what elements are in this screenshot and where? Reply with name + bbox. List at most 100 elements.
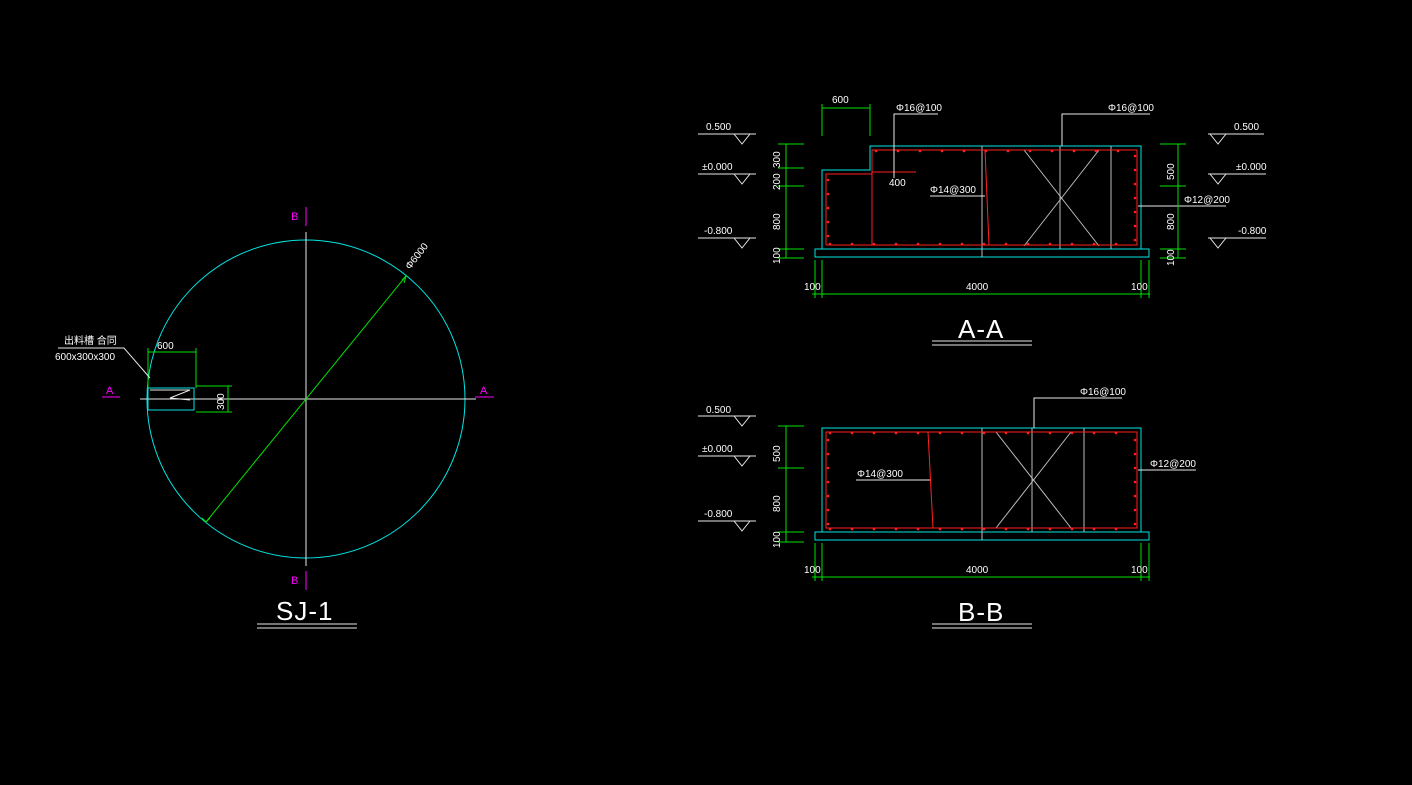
rebar-dot [1050,149,1054,153]
rebar-dot [828,431,832,435]
rebar-dot [960,527,964,531]
aa-elev-top: 0.500 [706,122,731,133]
aa-elev-bottom-r: -0.800 [1238,226,1267,237]
rebar-dot [1133,154,1137,158]
aa-elev-bottom-mark [733,237,751,249]
rebar-dot [896,149,900,153]
rebar-dot [1133,438,1137,442]
section-bb-title: B-B [958,597,1004,627]
bb-rebar-middle [927,431,934,529]
rebar-dot [874,149,878,153]
rebar-dot [1048,527,1052,531]
rebar-dot [850,431,854,435]
rebar-dot [1114,527,1118,531]
bb-wall-rebar: Φ12@200 [1150,459,1196,470]
discharge-pit [147,387,195,411]
aa-step-width: 600 [832,95,849,106]
rebar-dots [826,149,1137,531]
bb-elev-top-mark [733,415,751,427]
bb-elev-bottom: -0.800 [704,509,733,520]
rebar-dot [1133,480,1137,484]
aa-dim-200: 200 [772,173,783,190]
aa-concrete-outline [821,145,1142,249]
rebar-dot [826,480,830,484]
bb-width: 4000 [966,565,989,576]
rebar-dot [1048,431,1052,435]
aa-top-rebar-left: Φ16@100 [896,103,942,114]
bb-elev-zero-mark [733,455,751,467]
rebar-dot [1133,452,1137,456]
rebar-dot [1133,168,1137,172]
pit-hatch [150,389,191,401]
bb-dim-800: 800 [772,495,783,512]
aa-step-len: 400 [889,178,906,189]
bb-edge-right: 100 [1131,565,1148,576]
rebar-dot [826,178,830,182]
aa-leader-top-right [1061,113,1150,146]
rebar-dot [1133,224,1137,228]
rebar-dot [1133,466,1137,470]
rebar-dot [1092,242,1096,246]
rebar-dot [1094,149,1098,153]
rebar-dot [850,527,854,531]
plan-view: Φ6000 600 300 出料槽 合同 600x300x300 A A B B… [55,207,494,629]
diameter-arrow-top [401,274,408,284]
rebar-dot [1133,522,1137,526]
rebar-dot [826,522,830,526]
section-mark-a-right: A [480,385,488,397]
rebar-dot [872,431,876,435]
diameter-dimension-line [205,275,407,523]
section-mark-b-top: B [291,211,298,223]
aa-leader-top-left [893,113,938,178]
rebar-dot [1004,431,1008,435]
pit-size: 600x300x300 [55,352,115,363]
rebar-dot [826,494,830,498]
rebar-dot [982,431,986,435]
rebar-dot [826,452,830,456]
aa-width: 4000 [966,282,989,293]
rebar-dot [894,431,898,435]
pit-name: 出料槽 合同 [64,334,117,347]
rebar-dot [1070,527,1074,531]
aa-elev-zero: ±0.000 [702,162,733,173]
rebar-dot [1116,149,1120,153]
rebar-dot [916,527,920,531]
rebar-dot [1004,242,1008,246]
rebar-dot [1092,431,1096,435]
aa-dim-100: 100 [772,247,783,264]
aa-elev-bottom-r-mark [1209,237,1227,249]
aa-elev-zero-r: ±0.000 [1236,162,1267,173]
rebar-dot [960,431,964,435]
bb-elev-top: 0.500 [706,405,731,416]
bb-elev-zero: ±0.000 [702,444,733,455]
aa-elev-zero-mark [733,173,751,185]
aa-rebar-middle [984,149,990,246]
rebar-dot [1026,527,1030,531]
rebar-dot [1026,431,1030,435]
aa-dim-500-r: 500 [1166,163,1177,180]
rebar-dot [826,234,830,238]
rebar-dot [1133,210,1137,214]
rebar-dot [826,438,830,442]
bb-leader-top [1033,397,1122,428]
aa-edge-right: 100 [1131,282,1148,293]
bb-elev-bottom-mark [733,520,751,532]
rebar-dot [1070,431,1074,435]
rebar-dot [894,527,898,531]
rebar-dot [1004,527,1008,531]
aa-elev-top-r: 0.500 [1234,122,1259,133]
rebar-dot [1006,149,1010,153]
rebar-dot [1026,242,1030,246]
aa-dim-100-r: 100 [1166,249,1177,266]
rebar-dot [826,220,830,224]
rebar-dot [1133,196,1137,200]
aa-edge-left: 100 [804,282,821,293]
rebar-dot [982,242,986,246]
rebar-dot [916,242,920,246]
bb-opening-cross-2 [995,431,1072,529]
rebar-dot [872,527,876,531]
section-mark-b-bottom: B [291,575,298,587]
bb-top-rebar: Φ16@100 [1080,387,1126,398]
pit-width-label: 600 [157,341,174,352]
rebar-dot [894,242,898,246]
